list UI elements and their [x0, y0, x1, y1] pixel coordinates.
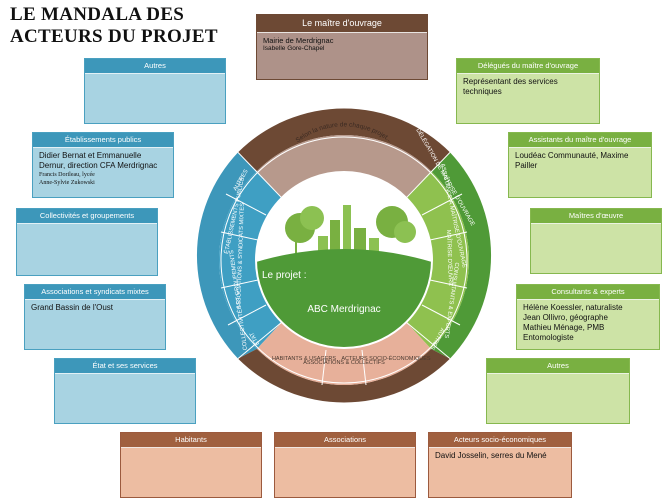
bottom-sub-acteurs: ACTEURS SOCIO-ÉCONOMIQUES	[341, 355, 431, 362]
box-left-autres: Autres	[84, 58, 226, 124]
etablissements-line-1: Didier Bernat et Emmanuelle Dernur, dire…	[39, 151, 158, 170]
box-delegues: Délégués du maître d'ouvrage Représentan…	[456, 58, 600, 124]
inner-ring-top	[257, 135, 431, 198]
box-consultants-header: Consultants & experts	[517, 285, 659, 300]
box-etablissements-publics-header: Établissements publics	[33, 133, 173, 148]
etablissements-line-3: Anne-Sylvie Zukowski	[39, 180, 95, 186]
box-maitre-ouvrage: Le maître d'ouvrage Mairie de Merdrignac…	[256, 14, 428, 80]
maitre-ouvrage-line-2: Isabelle Gore-Chapel	[263, 45, 325, 52]
box-acteurs-header: Acteurs socio-économiques	[429, 433, 571, 448]
right-sub-maitrise-oeuvre: MAÎTRISE D'ŒUVRE	[445, 230, 454, 287]
page-title: LE MANDALA DES ACTEURS DU PROJET	[10, 4, 218, 47]
box-etat: État et ses services	[54, 358, 196, 424]
consultants-line-2: Jean Ollivro, géographe	[523, 313, 608, 322]
consultants-line-3: Mathieu Ménage, PMB Entomologiste	[523, 323, 605, 342]
box-consultants: Consultants & experts Hélène Koessler, n…	[516, 284, 660, 350]
box-etablissements-publics: Établissements publics Didier Bernat et …	[32, 132, 174, 198]
box-associations-header: Associations	[275, 433, 415, 448]
outer-ring-bottom	[238, 348, 450, 403]
inner-ring-bottom	[257, 322, 431, 385]
left-sub-associations: ASSOCIATIONS & SYNDICATS MIXTES	[236, 203, 246, 309]
box-maitre-ouvrage-header: Le maître d'ouvrage	[257, 15, 427, 33]
outer-ring-top	[238, 108, 450, 172]
center-landscape	[256, 172, 432, 348]
assistants-line-1: Loudéac Communauté, Maxime Pailler	[515, 151, 629, 170]
box-associations-syndicats-header: Associations et syndicats mixtes	[25, 285, 165, 300]
box-collectivites-header: Collectivités et groupements	[17, 209, 157, 224]
bottom-sub-associations: ASSOCIATIONS & COLLECTIFS	[303, 360, 385, 366]
box-left-autres-header: Autres	[85, 59, 225, 74]
bottom-sub-habitants: HABITANTS & USAGERS	[272, 356, 336, 362]
delegues-line-1: Représentant des services techniques	[463, 77, 558, 96]
project-name: ABC Merdrignac	[307, 304, 380, 315]
box-right-autres-header: Autres	[487, 359, 629, 374]
box-delegues-header: Délégués du maître d'ouvrage	[457, 59, 599, 74]
box-acteurs-socio-economiques: Acteurs socio-économiques David Josselin…	[428, 432, 572, 498]
project-label: Le projet :	[262, 270, 306, 281]
box-habitants-header: Habitants	[121, 433, 261, 448]
box-maitres-oeuvre-header: Maîtres d'œuvre	[531, 209, 661, 224]
inner-ring-left	[219, 171, 282, 349]
box-associations-syndicats: Associations et syndicats mixtes Grand B…	[24, 284, 166, 350]
box-habitants: Habitants	[120, 432, 262, 498]
box-right-autres: Autres	[486, 358, 630, 424]
box-collectivites: Collectivités et groupements	[16, 208, 158, 276]
box-etat-header: État et ses services	[55, 359, 195, 374]
box-assistants-header: Assistants du maître d'ouvrage	[509, 133, 651, 148]
outer-ring-right	[431, 152, 492, 359]
maitre-ouvrage-line-1: Mairie de Merdrignac	[263, 36, 334, 45]
box-maitres-oeuvre: Maîtres d'œuvre	[530, 208, 662, 274]
consultants-line-1: Hélène Koessler, naturaliste	[523, 303, 623, 312]
acteurs-line-1: David Josselin, serres du Mené	[435, 451, 547, 460]
outer-ring-left	[196, 152, 257, 359]
inner-ring-right	[406, 171, 469, 349]
box-assistants: Assistants du maître d'ouvrage Loudéac C…	[508, 132, 652, 198]
etablissements-line-2: Francis Dorileau, lycée	[39, 172, 95, 178]
associations-syndicats-line-1: Grand Bassin de l'Oust	[31, 303, 114, 312]
box-associations: Associations	[274, 432, 416, 498]
